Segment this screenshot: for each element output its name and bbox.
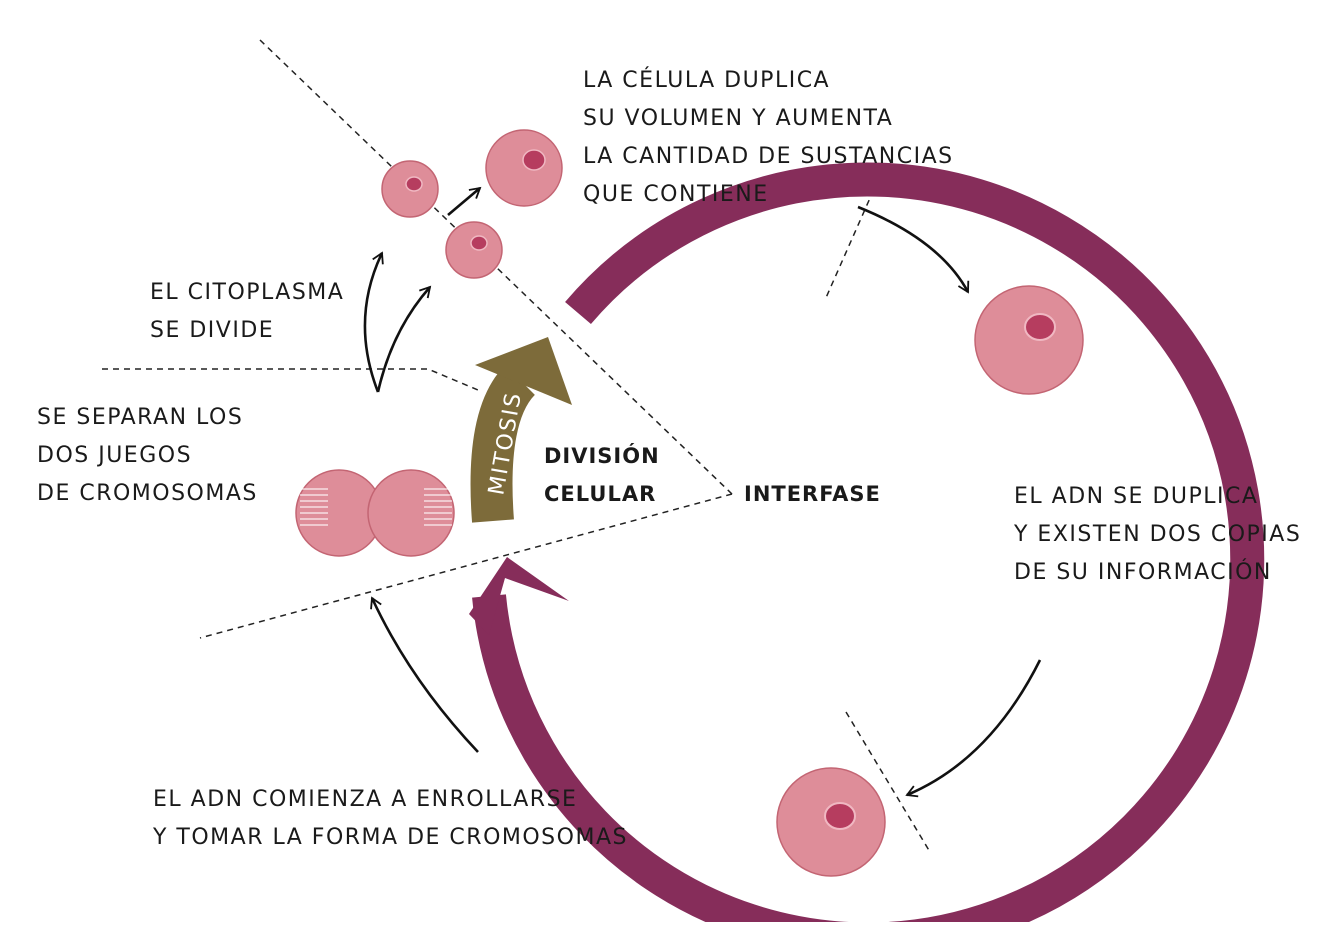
dividing-cell bbox=[295, 469, 455, 557]
caption-separation-line: DOS JUEGOS bbox=[37, 443, 193, 468]
divider-line-cytoplasm bbox=[102, 368, 479, 391]
arrow-cytokinesis-2 bbox=[376, 285, 432, 393]
daughter-cell-2 bbox=[445, 221, 503, 279]
cycle-arrow bbox=[469, 162, 1265, 927]
mitosis-arrow: MITOSIS bbox=[470, 337, 572, 523]
caption-growth-line: LA CÉLULA DUPLICA bbox=[583, 68, 831, 93]
interfase-label: INTERFASE bbox=[744, 482, 881, 506]
duplicated-dna-cell bbox=[776, 767, 886, 877]
arrow-to-grown-cell bbox=[857, 205, 970, 294]
chromosome-set-right bbox=[424, 488, 452, 530]
caption-cytoplasm: EL CITOPLASMA SE DIVIDE bbox=[150, 274, 344, 350]
caption-dna-duplicates-line: DE SU INFORMACIÓN bbox=[1014, 560, 1272, 585]
caption-separation: SE SEPARAN LOS DOS JUEGOS DE CROMOSOMAS bbox=[37, 399, 258, 513]
cells bbox=[295, 129, 1084, 877]
phase-dividers bbox=[102, 39, 931, 853]
cycle-arrowhead bbox=[469, 557, 569, 635]
caption-dna-coils-line: EL ADN COMIENZA A ENROLLARSE bbox=[153, 787, 578, 812]
division-label-line-1: DIVISIÓN bbox=[544, 444, 660, 468]
caption-cytoplasm-line: EL CITOPLASMA bbox=[150, 280, 345, 305]
caption-dna-duplicates-line: EL ADN SE DUPLICA bbox=[1014, 484, 1259, 509]
growing-cell bbox=[485, 129, 563, 207]
divider-line-bottom-right bbox=[845, 711, 931, 853]
process-arrows bbox=[363, 186, 1042, 798]
arrow-cytokinesis-1 bbox=[363, 251, 384, 393]
daughter-cell-1 bbox=[381, 160, 439, 218]
caption-dna-coils-line: Y TOMAR LA FORMA DE CROMOSOMAS bbox=[153, 825, 628, 850]
chromosome-set-left bbox=[300, 488, 328, 530]
caption-growth: LA CÉLULA DUPLICA SU VOLUMEN Y AUMENTA L… bbox=[583, 62, 954, 214]
division-celular-label: DIVISIÓN CELULAR bbox=[544, 437, 660, 513]
caption-separation-line: SE SEPARAN LOS bbox=[37, 405, 244, 430]
division-label-line-2: CELULAR bbox=[544, 482, 657, 506]
caption-growth-line: LA CANTIDAD DE SUSTANCIAS bbox=[583, 144, 954, 169]
arrow-to-growing-cell bbox=[447, 186, 482, 216]
caption-growth-line: QUE CONTIENE bbox=[583, 182, 769, 207]
caption-growth-line: SU VOLUMEN Y AUMENTA bbox=[583, 106, 894, 131]
caption-dna-coils: EL ADN COMIENZA A ENROLLARSE Y TOMAR LA … bbox=[153, 781, 628, 857]
caption-dna-duplicates: EL ADN SE DUPLICA Y EXISTEN DOS COPIAS D… bbox=[1014, 478, 1301, 592]
arrow-to-dividing-cell bbox=[370, 596, 479, 753]
grown-cell bbox=[974, 285, 1084, 395]
arrow-to-duplicated-cell bbox=[905, 659, 1042, 798]
caption-cytoplasm-line: SE DIVIDE bbox=[150, 318, 275, 343]
caption-separation-line: DE CROMOSOMAS bbox=[37, 481, 258, 506]
caption-dna-duplicates-line: Y EXISTEN DOS COPIAS bbox=[1014, 522, 1302, 547]
divider-line-lower-left bbox=[199, 493, 733, 639]
